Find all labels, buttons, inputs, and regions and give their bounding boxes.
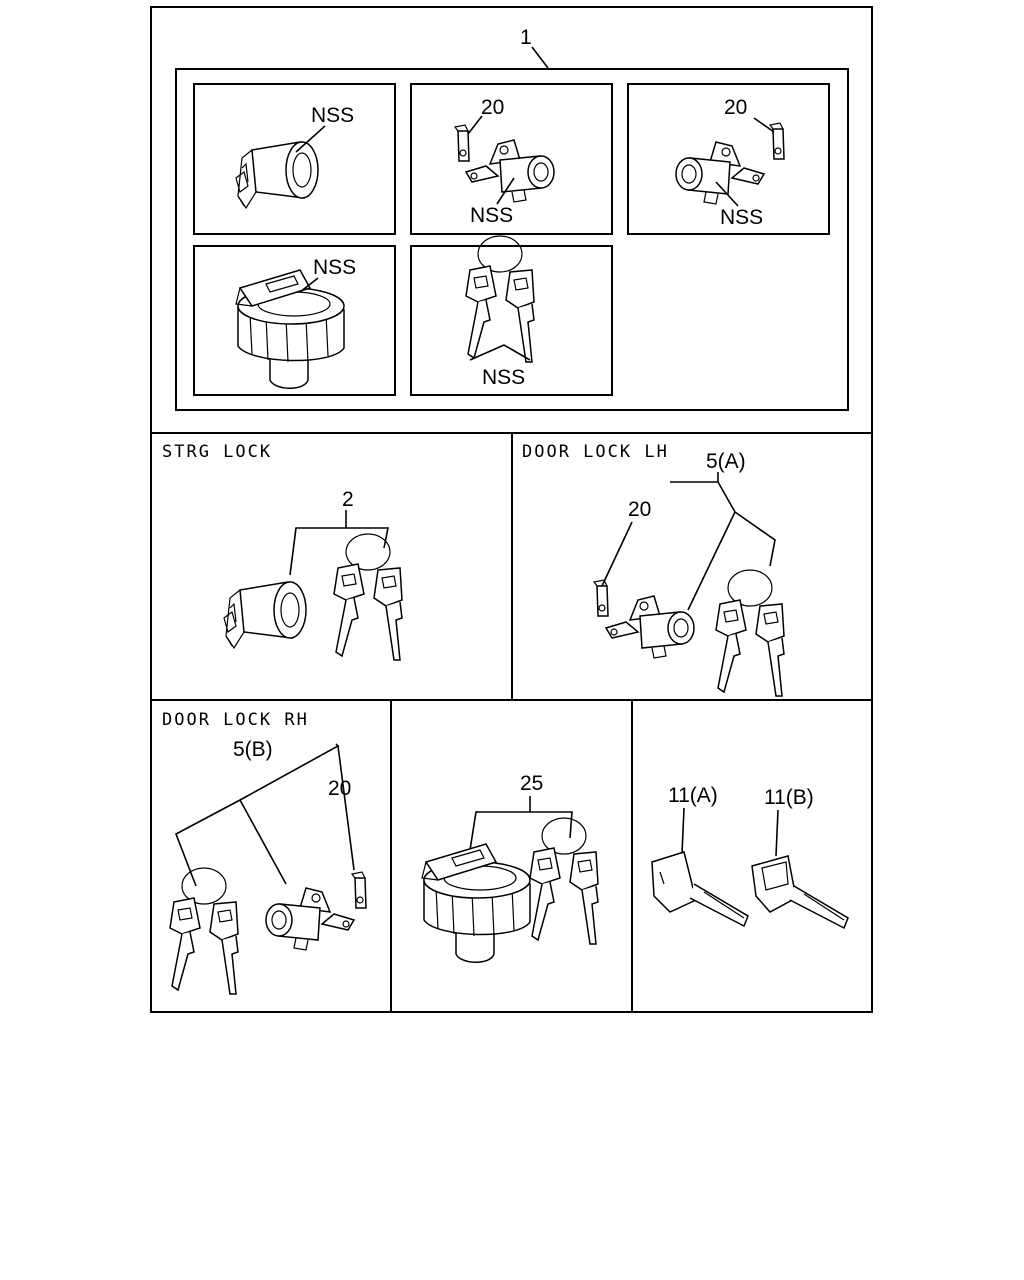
door-cylinder-lh-part: [465, 139, 555, 203]
door-lh-cylinder-part: [605, 595, 695, 659]
section-strg-lock: STRG LOCK: [162, 442, 272, 462]
label-door-lh-assy: 5(A): [706, 450, 746, 473]
label-nss-keys: NSS: [482, 366, 525, 389]
label-nss-cap: NSS: [313, 256, 356, 279]
label-nss-lh: NSS: [470, 204, 513, 227]
label-clip-door-rh: 20: [328, 777, 351, 800]
strg-cylinder-part: [223, 581, 307, 649]
steering-cylinder-part: [235, 141, 319, 209]
strg-keys-part: [333, 533, 403, 661]
label-door-rh-assy: 5(B): [233, 738, 273, 761]
outer-frame: [150, 6, 873, 1013]
label-kit: 1: [520, 26, 532, 49]
cap-keys-part: [529, 817, 599, 945]
door-cylinder-rh-part: [675, 141, 765, 205]
label-key-b: 11(B): [764, 786, 814, 809]
label-key-a: 11(A): [668, 784, 718, 807]
label-nss-rh: NSS: [720, 206, 763, 229]
label-clip-rh: 20: [724, 96, 747, 119]
label-strg-assy: 2: [342, 488, 354, 511]
key-set-part: [465, 235, 535, 363]
section-door-lock-lh: DOOR LOCK LH: [522, 442, 669, 462]
door-rh-keys-part: [169, 867, 239, 995]
key-b-part: [751, 855, 797, 913]
fuel-cap-part: [235, 269, 345, 390]
door-rh-cylinder-part: [265, 887, 355, 951]
cap-assy-part: [421, 843, 531, 964]
label-clip-door-lh: 20: [628, 498, 651, 521]
key-a-part: [651, 851, 697, 913]
section-door-lock-rh: DOOR LOCK RH: [162, 710, 309, 730]
kit-frame: [175, 68, 849, 411]
label-nss-strg: NSS: [311, 104, 354, 127]
label-cap-assy: 25: [520, 772, 543, 795]
label-clip-lh: 20: [481, 96, 504, 119]
door-lh-keys-part: [715, 569, 785, 697]
